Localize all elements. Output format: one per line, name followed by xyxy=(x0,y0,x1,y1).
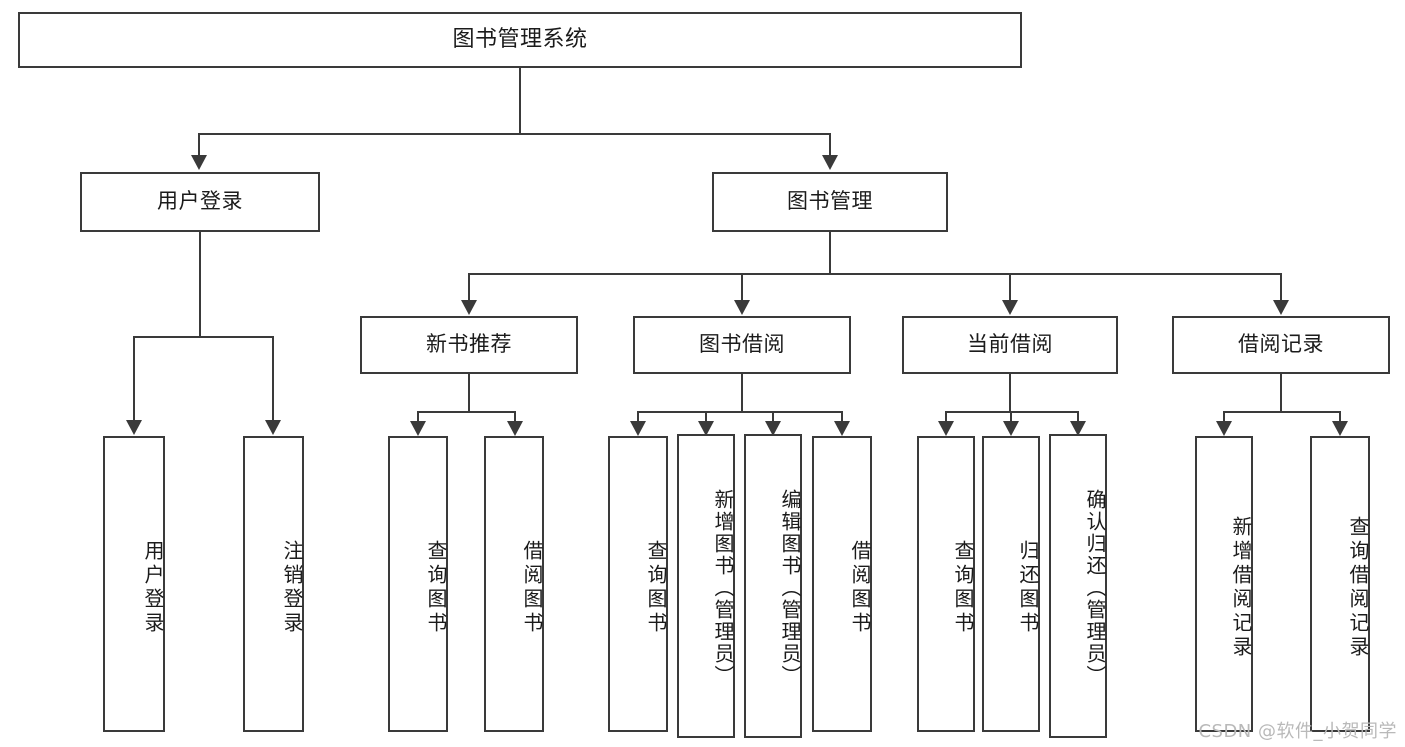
arrow-root-to-book-management xyxy=(822,155,838,170)
connector-bm-to-book-borrow xyxy=(741,273,743,300)
node-user-login[interactable]: 用户登录 xyxy=(80,172,320,232)
arrow-bm-to-current-borrow xyxy=(1002,300,1018,315)
connector-br-right xyxy=(1339,411,1341,422)
connector-nbr-stem xyxy=(468,374,470,412)
connector-bb-stem xyxy=(741,374,743,412)
arrow-user-login-left xyxy=(126,420,142,435)
connector-book-management-stem xyxy=(829,232,831,274)
connector-bm-to-borrow-record xyxy=(1280,273,1282,300)
connector-bm-to-current-borrow xyxy=(1009,273,1011,300)
csdn-watermark: CSDN @软件_小贺同学 xyxy=(1198,721,1397,742)
connector-bb-bar xyxy=(637,411,843,413)
arrow-cb-2 xyxy=(1003,421,1019,436)
node-leaf-query-borrow-record[interactable]: 查询借阅记录 xyxy=(1310,436,1370,732)
connector-nbr-bar xyxy=(417,411,516,413)
node-book-borrow[interactable]: 图书借阅 xyxy=(633,316,851,374)
node-leaf-add-book-admin[interactable]: 新增图书（管理员） xyxy=(677,434,735,738)
connector-cb-stem xyxy=(1009,374,1011,412)
connector-root-to-user-login xyxy=(198,133,200,155)
arrow-nbr-right xyxy=(507,421,523,436)
node-borrow-record[interactable]: 借阅记录 xyxy=(1172,316,1390,374)
arrow-bm-to-new-book xyxy=(461,300,477,315)
connector-user-login-right xyxy=(272,336,274,420)
connector-nbr-left xyxy=(417,411,419,422)
arrow-bb-4 xyxy=(834,421,850,436)
node-current-borrow[interactable]: 当前借阅 xyxy=(902,316,1118,374)
node-leaf-return-book[interactable]: 归还图书 xyxy=(982,436,1040,732)
arrow-cb-3 xyxy=(1070,421,1086,436)
connector-book-management-bar xyxy=(468,273,1281,275)
node-leaf-borrow-book-recommend[interactable]: 借阅图书 xyxy=(484,436,544,732)
connector-bm-to-new-book xyxy=(468,273,470,300)
node-leaf-logout[interactable]: 注销登录 xyxy=(243,436,304,732)
arrow-bm-to-borrow-record xyxy=(1273,300,1289,315)
node-leaf-user-login[interactable]: 用户登录 xyxy=(103,436,165,732)
arrow-nbr-left xyxy=(410,421,426,436)
connector-cb-1 xyxy=(945,411,947,422)
connector-user-login-bar xyxy=(133,336,273,338)
arrow-bb-2 xyxy=(698,421,714,436)
connector-bb-2 xyxy=(705,411,707,422)
connector-cb-2 xyxy=(1010,411,1012,422)
connector-nbr-right xyxy=(514,411,516,422)
node-new-book-recommend[interactable]: 新书推荐 xyxy=(360,316,578,374)
arrow-root-to-user-login xyxy=(191,155,207,170)
node-leaf-add-borrow-record[interactable]: 新增借阅记录 xyxy=(1195,436,1253,732)
arrow-bb-3 xyxy=(765,421,781,436)
connector-root-stem xyxy=(519,68,521,134)
arrow-cb-1 xyxy=(938,421,954,436)
connector-bb-1 xyxy=(637,411,639,422)
arrow-user-login-right xyxy=(265,420,281,435)
connector-br-left xyxy=(1223,411,1225,422)
node-leaf-query-book-current[interactable]: 查询图书 xyxy=(917,436,975,732)
arrow-bm-to-book-borrow xyxy=(734,300,750,315)
connector-root-bar xyxy=(198,133,830,135)
connector-bb-4 xyxy=(841,411,843,422)
node-book-management-system[interactable]: 图书管理系统 xyxy=(18,12,1022,68)
connector-br-bar xyxy=(1223,411,1341,413)
connector-user-login-left xyxy=(133,336,135,420)
arrow-br-left xyxy=(1216,421,1232,436)
connector-cb-3 xyxy=(1077,411,1079,422)
connector-user-login-stem xyxy=(199,232,201,337)
arrow-bb-1 xyxy=(630,421,646,436)
arrow-br-right xyxy=(1332,421,1348,436)
connector-root-to-book-management xyxy=(829,133,831,155)
connector-br-stem xyxy=(1280,374,1282,412)
node-leaf-query-book-borrow[interactable]: 查询图书 xyxy=(608,436,668,732)
connector-bb-3 xyxy=(772,411,774,422)
node-leaf-confirm-return-admin[interactable]: 确认归还（管理员） xyxy=(1049,434,1107,738)
node-book-management[interactable]: 图书管理 xyxy=(712,172,948,232)
node-leaf-query-book-recommend[interactable]: 查询图书 xyxy=(388,436,448,732)
node-leaf-edit-book-admin[interactable]: 编辑图书（管理员） xyxy=(744,434,802,738)
node-leaf-borrow-book-borrow[interactable]: 借阅图书 xyxy=(812,436,872,732)
